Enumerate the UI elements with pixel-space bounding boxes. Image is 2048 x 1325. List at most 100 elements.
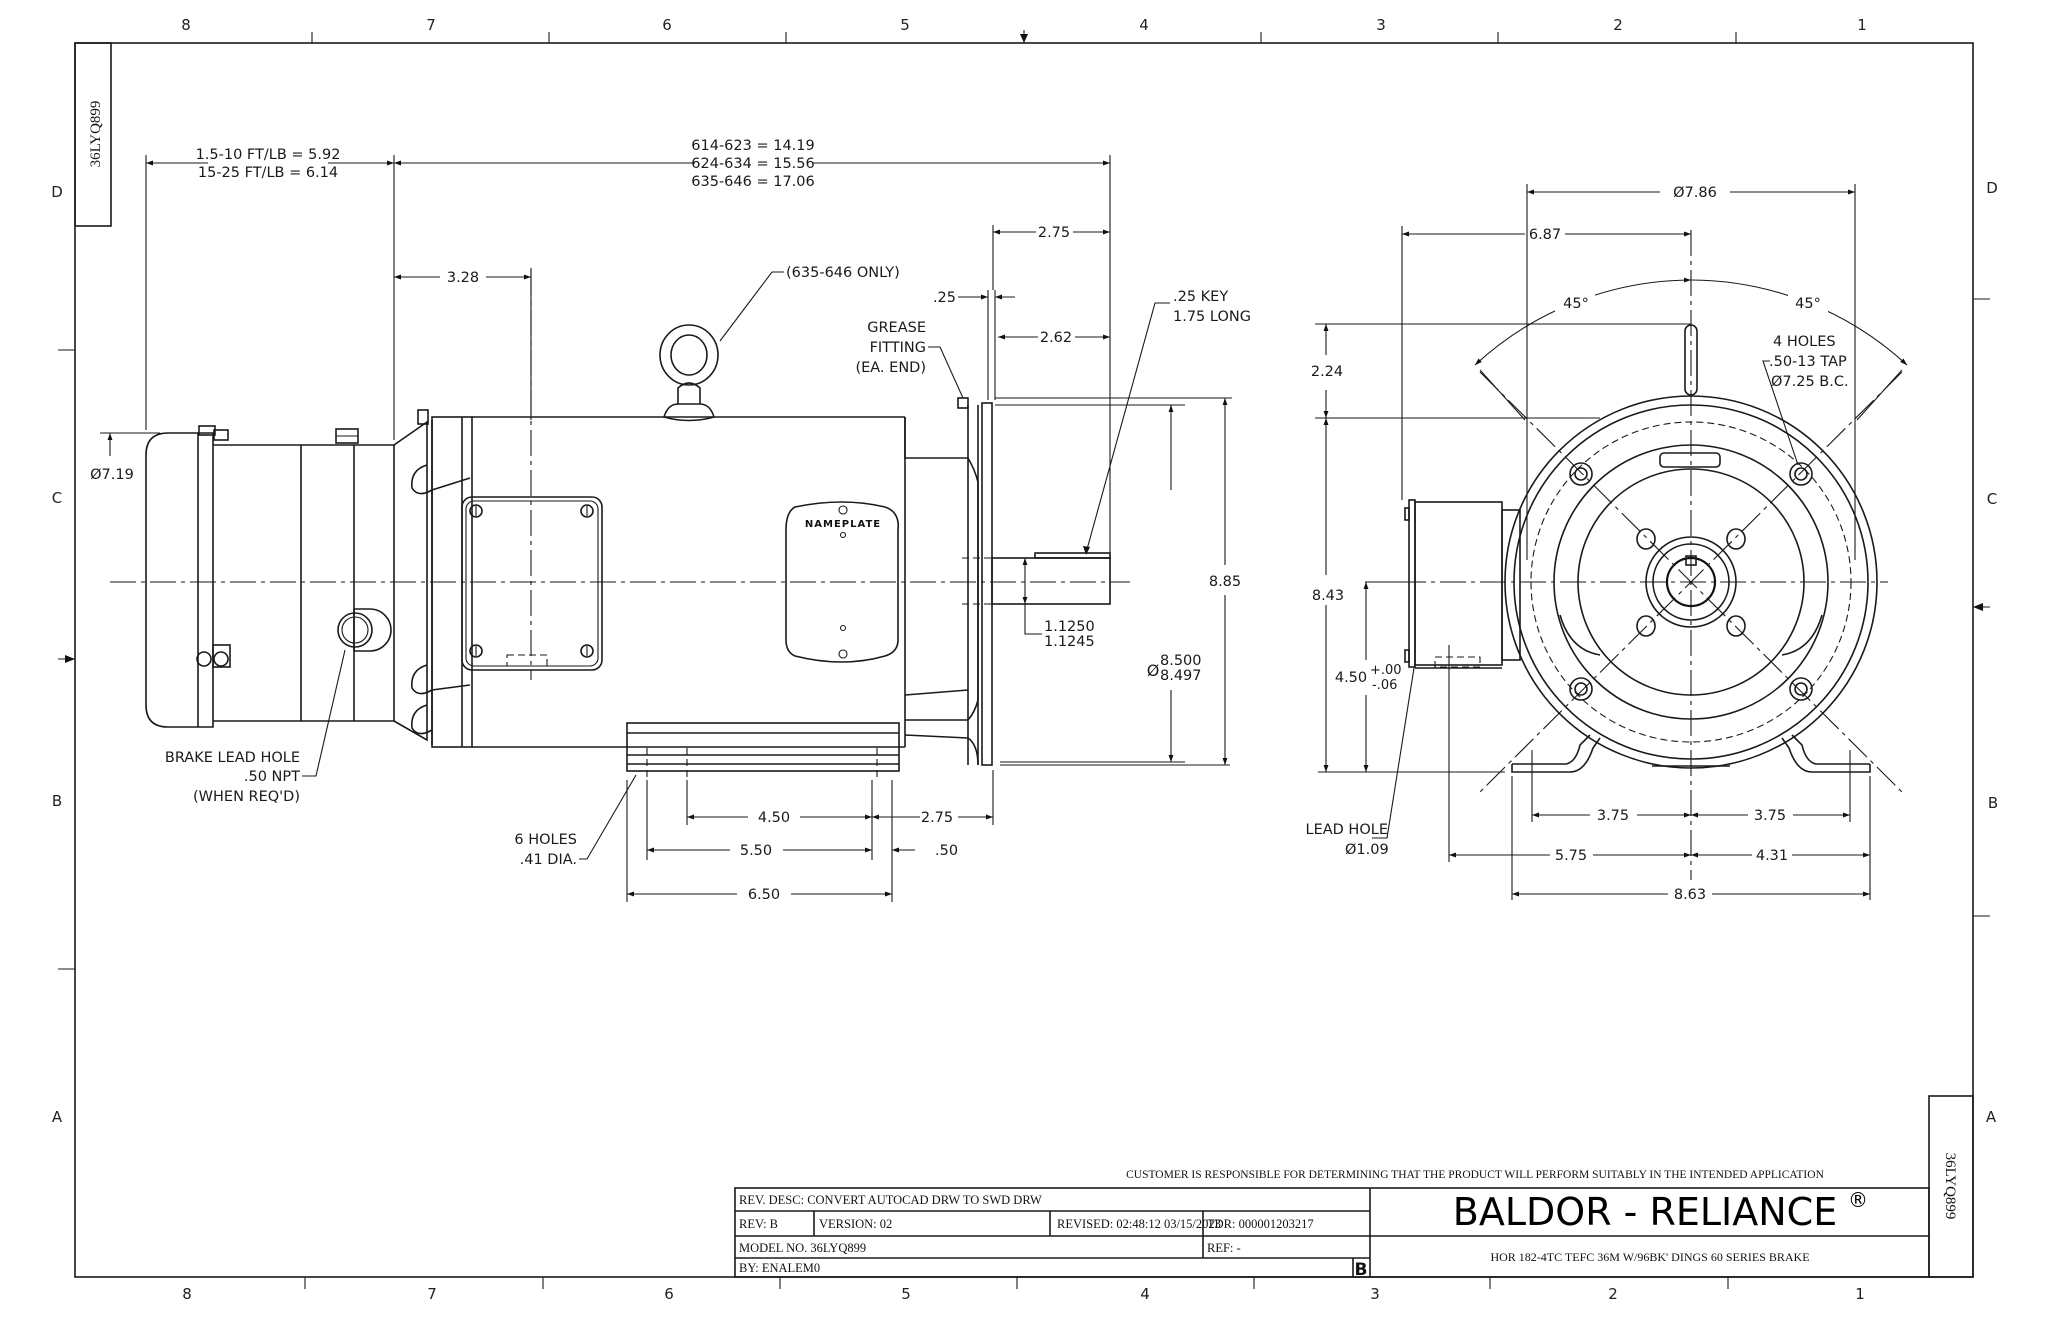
top-slot xyxy=(1659,452,1721,468)
zone-label: 7 xyxy=(426,16,436,34)
side-feet xyxy=(626,722,900,780)
dim-brake-length: 1.5-10 FT/LB = 5.92 15-25 FT/LB = 6.14 xyxy=(145,147,395,440)
brake-housing xyxy=(145,425,395,728)
dim-brake-length-line1: 1.5-10 FT/LB = 5.92 xyxy=(196,147,341,163)
front-conduit-box xyxy=(1404,499,1521,669)
dim-275-top: 2.75 xyxy=(992,225,1110,290)
zone-label: 8 xyxy=(182,1285,192,1303)
zone-label: A xyxy=(52,1108,63,1126)
grease-leader: GREASE FITTING (EA. END) xyxy=(855,320,964,399)
disclaimer: CUSTOMER IS RESPONSIBLE FOR DETERMINING … xyxy=(1126,1169,1824,1181)
dim-450-label: 4.50 xyxy=(758,810,790,826)
zone-label: 4 xyxy=(1139,16,1149,34)
lead-hole-line2: Ø1.09 xyxy=(1345,842,1389,858)
dim-375-right-label: 3.75 xyxy=(1754,808,1786,824)
dim-262: 2.62 xyxy=(998,330,1110,346)
dim-687-label: 6.87 xyxy=(1529,227,1561,243)
pilot-dia-min: 8.497 xyxy=(1160,668,1202,684)
title-block: CUSTOMER IS RESPONSIBLE FOR DETERMINING … xyxy=(734,1095,1974,1280)
pilot-dia-symbol: Ø xyxy=(1147,661,1160,680)
tap-note: 4 HOLES .50-13 TAP Ø7.25 B.C. xyxy=(1762,334,1849,466)
zone-labels-bottom: 8 7 6 5 4 3 2 1 xyxy=(182,1285,1865,1303)
bolt-circle xyxy=(1530,421,1852,743)
model-no: MODEL NO. 36LYQ899 xyxy=(739,1241,866,1255)
eyebolt xyxy=(659,324,719,422)
dim-375-left-label: 3.75 xyxy=(1597,808,1629,824)
zone-label: 8 xyxy=(181,16,191,34)
eyebolt-leader: (635-646 ONLY) xyxy=(719,265,900,342)
bottom-zone-ticks xyxy=(304,1277,1729,1289)
registered-mark: ® xyxy=(1848,1188,1868,1212)
dim-224: 2.24 xyxy=(1311,323,1691,419)
vertical-model-id: 36LYQ899 xyxy=(1942,1153,1958,1220)
dim-550-label: 5.50 xyxy=(740,843,772,859)
tapped-holes xyxy=(1569,462,1813,701)
zone-label: 3 xyxy=(1376,16,1386,34)
dim-843-label: 8.43 xyxy=(1312,588,1344,604)
dim-3-28: 3.28 xyxy=(394,268,532,420)
zone-label: C xyxy=(1987,490,1997,508)
zone-label: 4 xyxy=(1140,1285,1150,1303)
angle-left-label: 45° xyxy=(1563,296,1589,312)
vertical-id-box xyxy=(1928,1095,1974,1278)
key-leader: .25 KEY 1.75 LONG xyxy=(1083,289,1251,555)
dim-050-label: .50 xyxy=(935,843,958,859)
dim-786-label: Ø7.86 xyxy=(1673,185,1717,201)
dim-843: 8.43 xyxy=(1312,418,1505,773)
dim-863-label: 8.63 xyxy=(1674,887,1706,903)
dim-450-plus: +.00 xyxy=(1370,663,1402,678)
grease-note-line2: FITTING xyxy=(870,340,926,356)
dim-pilot-dia: Ø 8.500 8.497 8.85 xyxy=(995,397,1241,766)
dim-shaft-dia: 1.1250 1.1245 xyxy=(1022,558,1095,650)
holes-leader: 6 HOLES .41 DIA. xyxy=(514,774,637,868)
brake-lead-leader: BRAKE LEAD HOLE .50 NPT (WHEN REQ'D) xyxy=(165,649,346,805)
border xyxy=(74,42,1974,1278)
lead-hole-note: LEAD HOLE Ø1.09 xyxy=(1306,667,1415,858)
dim-262-label: 2.62 xyxy=(1040,330,1072,346)
zone-label: 5 xyxy=(901,1285,911,1303)
angle-right-label: 45° xyxy=(1795,296,1821,312)
zone-label: 6 xyxy=(664,1285,674,1303)
zone-label: B xyxy=(52,792,62,810)
dim-450-front: 4.50 +.00 -.06 xyxy=(1335,581,1410,772)
zone-label: 1 xyxy=(1857,16,1867,34)
rev-desc: REV. DESC: CONVERT AUTOCAD DRW TO SWD DR… xyxy=(739,1193,1042,1207)
shaft-end xyxy=(1665,556,1717,608)
zone-label: 3 xyxy=(1370,1285,1380,1303)
tdr: TDR: 000001203217 xyxy=(1207,1217,1314,1231)
lead-hole-line1: LEAD HOLE xyxy=(1306,822,1389,838)
dim-brake-dia-label: Ø7.19 xyxy=(90,467,134,483)
ref: REF: - xyxy=(1207,1241,1241,1255)
shaft-key xyxy=(1034,552,1111,559)
front-view: Ø7.86 6.87 45° 45° 4 HOLES .50-13 TAP Ø7… xyxy=(1306,184,1908,903)
version: VERSION: 02 xyxy=(819,1217,892,1231)
zone-label: 2 xyxy=(1608,1285,1618,1303)
pilot-dia-max: 8.500 xyxy=(1160,653,1202,669)
corner-id-box xyxy=(74,42,112,227)
dim-431-label: 4.31 xyxy=(1756,848,1788,864)
brand-logo: BALDOR - RELIANCE xyxy=(1453,1190,1837,1234)
zone-label: 6 xyxy=(662,16,672,34)
dim-275-bottom-label: 2.75 xyxy=(921,810,953,826)
brake-lead-line3: (WHEN REQ'D) xyxy=(193,789,300,805)
side-zone-ticks xyxy=(58,298,1990,970)
rev: REV: B xyxy=(739,1217,778,1231)
revised: REVISED: 02:48:12 03/15/2023 xyxy=(1057,1217,1221,1231)
holes-note-line1: 6 HOLES xyxy=(514,832,577,848)
zone-label: 1 xyxy=(1855,1285,1865,1303)
dim-overall-length: 614-623 = 14.19 624-634 = 15.56 635-646 … xyxy=(394,138,1111,600)
dim-450-base: 4.50 xyxy=(1335,670,1367,686)
grease-note-line1: GREASE xyxy=(867,320,926,336)
zone-labels-top: 8 7 6 5 4 3 2 1 xyxy=(181,16,1867,34)
nameplate: NAMEPLATE xyxy=(785,501,900,663)
dim-overall-line3: 635-646 = 17.06 xyxy=(691,174,814,190)
product-description: HOR 182-4TC TEFC 36M W/96BK' DINGS 60 SE… xyxy=(1490,1250,1809,1264)
motor-frame: NAMEPLATE xyxy=(431,270,906,748)
key-note-line1: .25 KEY xyxy=(1173,289,1228,305)
shaft xyxy=(991,557,1111,605)
zone-label: A xyxy=(1986,1108,1997,1126)
dim-025-label: .25 xyxy=(933,290,956,306)
zone-label: C xyxy=(52,489,62,507)
brake-lead-line2: .50 NPT xyxy=(244,769,300,785)
